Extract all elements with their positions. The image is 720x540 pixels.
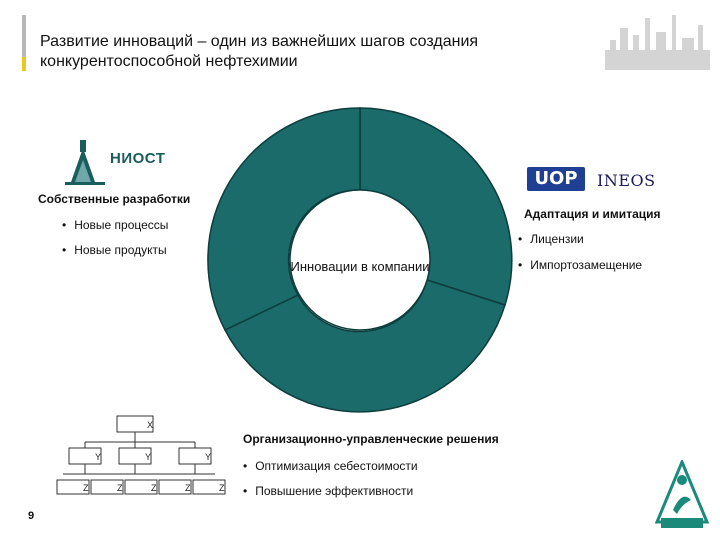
page-number: 9: [28, 510, 35, 522]
org-label-mid: Y: [145, 452, 151, 462]
org-label-bottom: Z: [117, 483, 123, 493]
right-block-title: Адаптация и имитация: [524, 207, 661, 221]
org-node-bottom: [158, 479, 192, 495]
org-label-top: X: [147, 420, 153, 430]
org-node-bottom: [192, 479, 226, 495]
bottom-block-item: Оптимизация себестоимости: [243, 459, 417, 473]
donut-center-label: Инновации в компании: [290, 259, 430, 274]
org-node-bottom: [90, 479, 124, 495]
left-block-title: Собственные разработки: [38, 192, 191, 206]
uop-logo: [527, 167, 585, 191]
left-block-item: Новые процессы: [62, 218, 168, 232]
org-label-bottom: Z: [219, 483, 225, 493]
bottom-block-title: Организационно-управленческие решения: [243, 432, 499, 446]
org-label-mid: Y: [205, 452, 211, 462]
org-label-bottom: Z: [83, 483, 89, 493]
bottom-block-item: Повышение эффективности: [243, 484, 413, 498]
org-label-bottom: Z: [185, 483, 191, 493]
left-block-item: Новые продукты: [62, 243, 166, 257]
title-accent-bar: [22, 15, 26, 57]
innovation-donut: [207, 107, 513, 413]
niost-logo: [65, 140, 105, 185]
org-label-bottom: Z: [151, 483, 157, 493]
donut-center: [289, 189, 431, 331]
donut-segment-own-development: [207, 107, 361, 331]
org-structure-icon: X Y Y Y Z Z Z Z Z: [56, 415, 226, 495]
ineos-logo-text: INEOS: [597, 171, 656, 190]
donut-segment-organization: [223, 279, 506, 413]
right-block-item: Лицензии: [518, 232, 584, 246]
org-node-bottom: [56, 479, 90, 495]
uop-logo-text: UOP: [534, 168, 578, 189]
org-node-bottom: [124, 479, 158, 495]
title-accent-bar-yellow: [22, 57, 26, 71]
sibur-logo: [655, 460, 710, 528]
niost-logo-text: НИОСТ: [110, 150, 166, 167]
slide-title: Развитие инноваций – один из важнейших ш…: [40, 33, 479, 70]
refinery-skyline-icon: [605, 15, 710, 70]
org-label-mid: Y: [95, 452, 101, 462]
right-block-item: Импортозамещение: [518, 258, 642, 272]
